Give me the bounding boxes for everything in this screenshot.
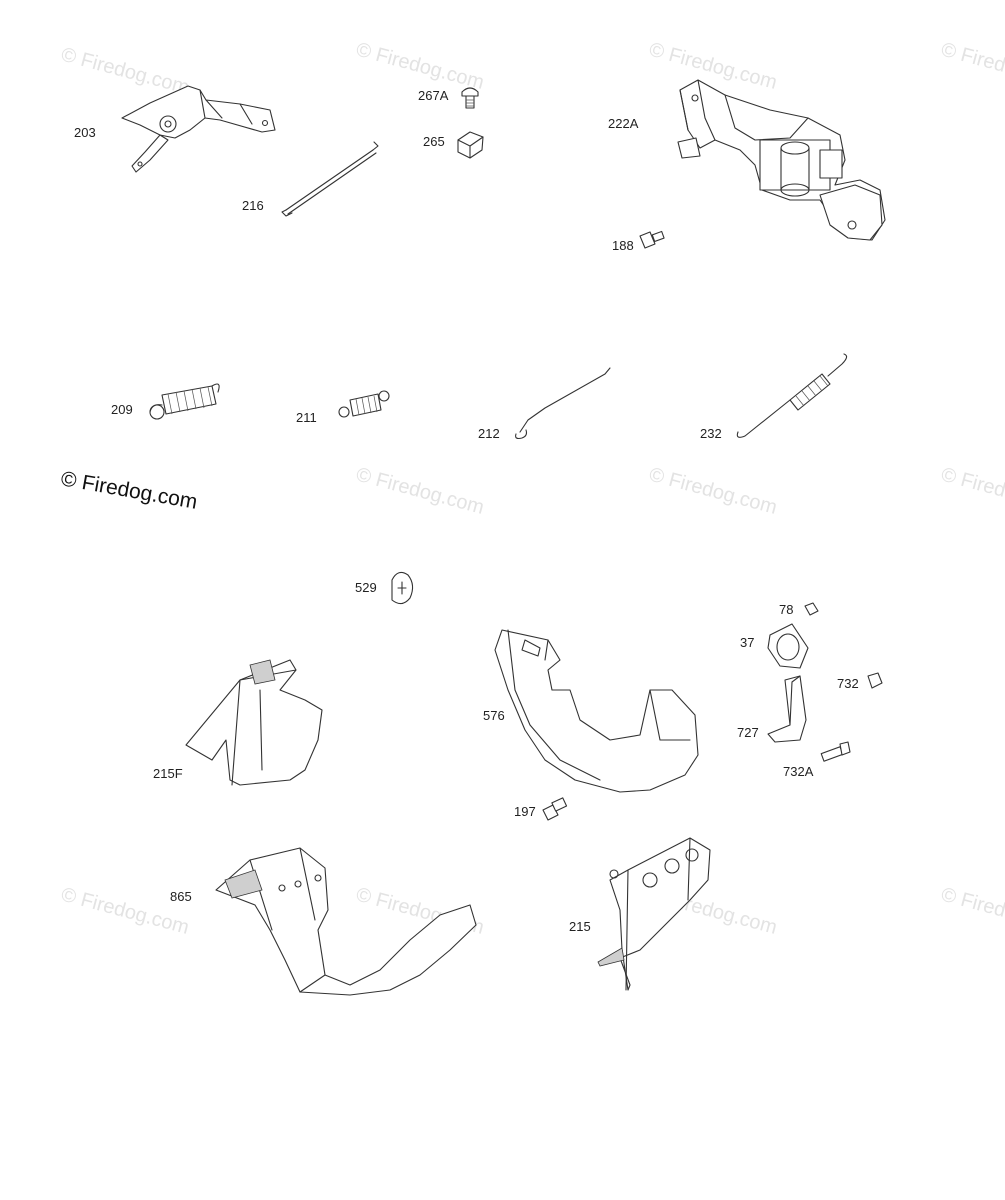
part-732-screw (867, 672, 883, 689)
part-215F-shroud (185, 659, 323, 786)
label-37: 37 (740, 635, 754, 650)
watermark-faint: © Firedog.com (647, 464, 780, 519)
label-222A: 222A (608, 116, 639, 131)
part-267A-screw (461, 87, 479, 109)
label-78: 78 (779, 602, 793, 617)
label-732: 732 (837, 676, 859, 691)
part-215-bracket (597, 837, 711, 991)
part-727-clamp (767, 675, 807, 743)
label-576: 576 (483, 708, 505, 723)
part-78-screw (804, 602, 819, 616)
part-212-link (515, 367, 611, 440)
label-197: 197 (514, 804, 536, 819)
label-267A: 267A (418, 88, 449, 103)
part-529-grommet (391, 571, 414, 605)
label-209: 209 (111, 402, 133, 417)
label-216: 216 (242, 198, 264, 213)
part-576-blower-housing (494, 629, 699, 793)
watermark-faint: © Firedog.com (939, 884, 1005, 939)
label-232: 232 (700, 426, 722, 441)
label-529: 529 (355, 580, 377, 595)
part-865-shroud (215, 847, 477, 996)
part-232-spring (736, 353, 848, 438)
watermark-faint: © Firedog.com (647, 39, 780, 94)
part-216-link (281, 141, 379, 217)
label-211: 211 (296, 410, 317, 425)
part-203-bracket (121, 85, 276, 173)
label-865: 865 (170, 889, 192, 904)
part-265-clip (457, 131, 484, 159)
label-212: 212 (478, 426, 500, 441)
watermark-faint: © Firedog.com (354, 39, 487, 94)
watermark-faint: © Firedog.com (939, 39, 1005, 94)
part-209-spring (149, 383, 220, 420)
watermark-faint: © Firedog.com (59, 44, 192, 99)
part-188-screw (639, 230, 665, 249)
label-732A: 732A (783, 764, 814, 779)
watermark-faint: © Firedog.com (354, 464, 487, 519)
label-265: 265 (423, 134, 445, 149)
part-222A-control-assembly (677, 79, 886, 241)
watermark-main: © Firedog.com (59, 467, 199, 514)
label-188: 188 (612, 238, 634, 253)
part-211-spring (338, 390, 390, 418)
label-215F: 215F (153, 766, 183, 781)
part-197-screw (542, 797, 568, 821)
watermark-faint: © Firedog.com (939, 464, 1005, 519)
part-37-gasket (767, 623, 809, 669)
label-215: 215 (569, 919, 591, 934)
label-727: 727 (737, 725, 759, 740)
label-203: 203 (74, 125, 96, 140)
part-732A-screw (820, 741, 851, 762)
